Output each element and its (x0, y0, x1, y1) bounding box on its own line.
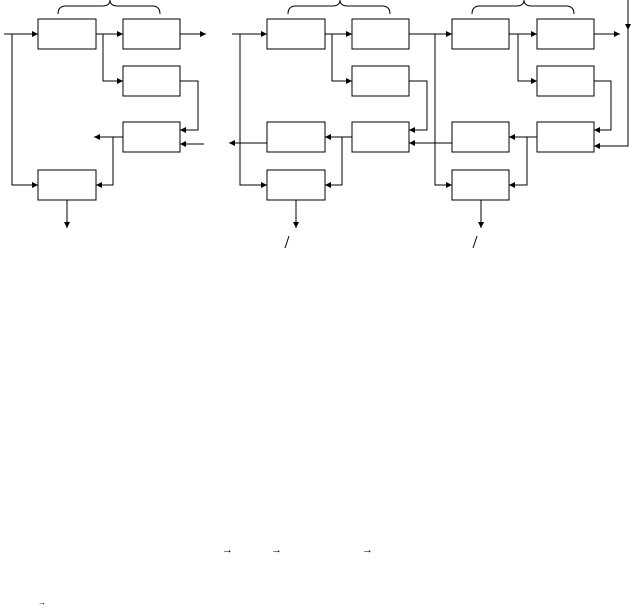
wire (180, 80, 199, 133)
block (37, 18, 97, 50)
block (122, 121, 181, 153)
footnote-arrows: → → → → (38, 544, 373, 607)
brace (287, 0, 391, 15)
arrow-glyph: → (271, 544, 282, 556)
block (451, 18, 510, 50)
wire (594, 80, 612, 133)
wire (102, 34, 123, 84)
wire (517, 34, 537, 84)
stage-2 (229, 0, 452, 249)
block (266, 169, 326, 201)
block (351, 18, 410, 50)
block (536, 18, 595, 50)
block (451, 121, 510, 153)
block (266, 18, 326, 50)
block (536, 65, 595, 97)
stage-3 (409, 0, 631, 249)
arrow-glyph: → (38, 598, 46, 607)
block (266, 121, 326, 153)
brace (471, 0, 575, 15)
block (122, 65, 181, 97)
wire (434, 34, 452, 188)
block (351, 121, 410, 153)
block (122, 18, 181, 50)
block (451, 169, 510, 201)
block (536, 121, 595, 153)
block (37, 169, 97, 201)
wire (331, 34, 352, 84)
arrow-glyph: → (222, 544, 233, 556)
arrow-glyph: → (362, 544, 373, 556)
wire (509, 137, 528, 188)
block (351, 65, 410, 97)
brace (57, 0, 161, 15)
wire (96, 137, 114, 188)
wire (325, 137, 343, 188)
tick-mark (472, 235, 478, 249)
wire (594, 14, 629, 149)
tick-mark (284, 235, 290, 249)
wire (409, 80, 428, 133)
stage-1 (4, 0, 206, 228)
wire (11, 34, 38, 188)
wire (239, 34, 267, 188)
